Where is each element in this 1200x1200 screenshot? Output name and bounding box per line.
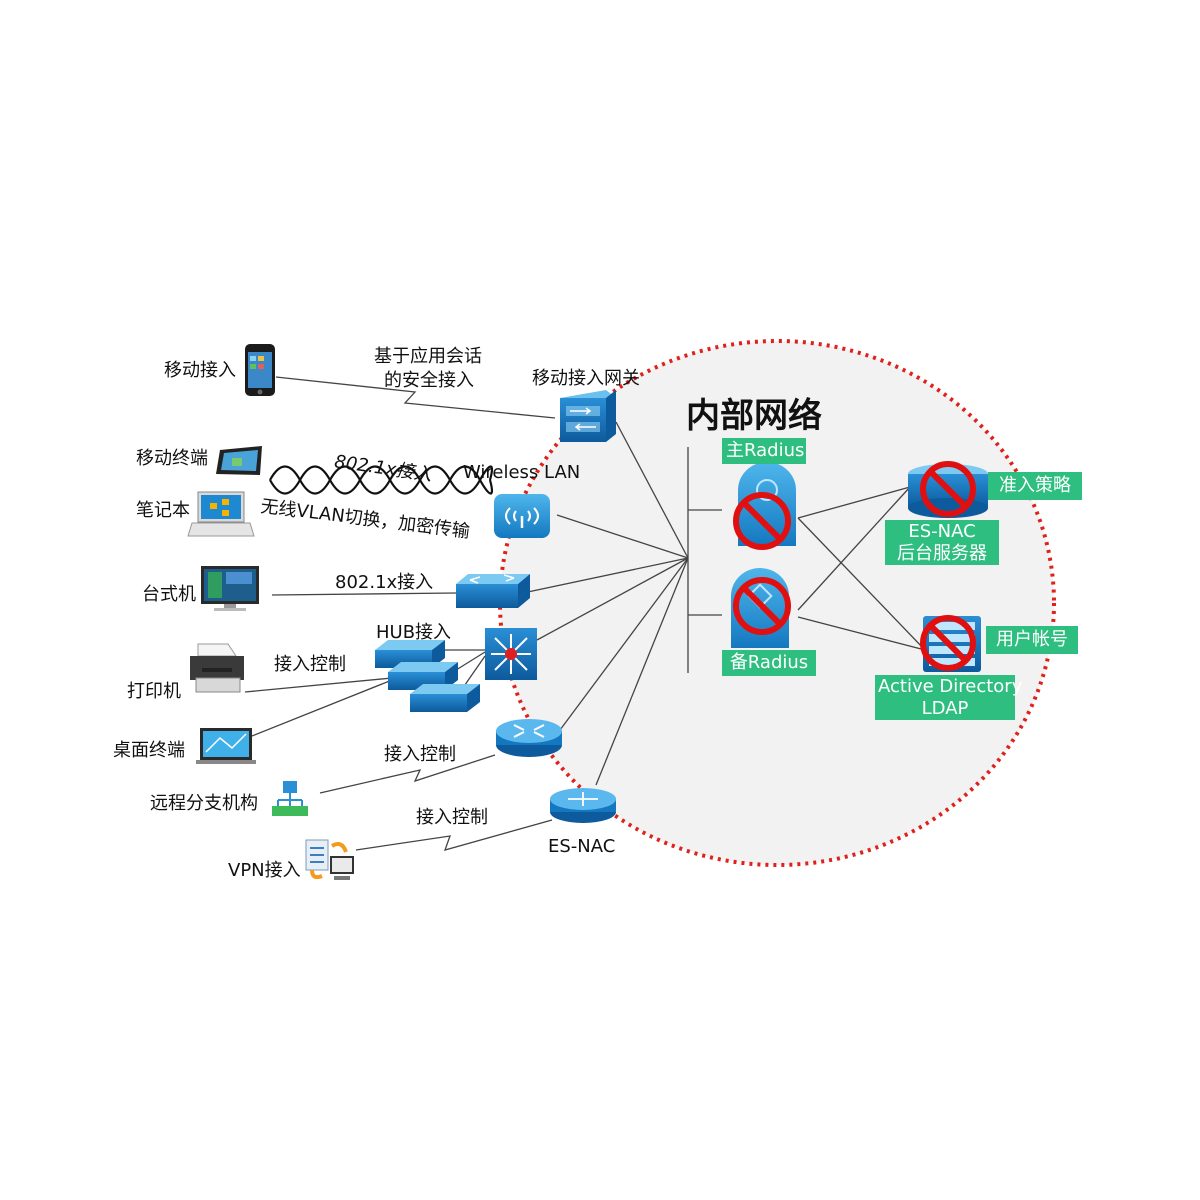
es-nac-server-label: ES-NAC 后台服务器 [885,520,999,566]
app-session-label-1: 基于应用会话 [374,346,482,367]
admission-policy-label: 准入策略 [988,472,1082,500]
thin-client-icon [196,728,256,764]
phone-icon [245,344,275,396]
ad-ldap-label-line1: Active Directory [878,676,1023,697]
router-control-label: 接入控制 [384,744,456,765]
internal-network-title: 内部网络 [686,396,822,436]
wireless-wave [269,465,494,495]
mobile-access-label: 移动接入 [164,360,236,381]
es-nac-device-label: ES-NAC [548,836,616,857]
mobile-link [275,376,556,419]
deny-icon [733,577,791,635]
ad-ldap-label: Active Directory LDAP [875,675,1023,721]
desktop-terminal-label: 桌面终端 [113,740,185,761]
laptop-label: 笔记本 [136,500,190,521]
remote-branch-label: 远程分支机构 [150,793,258,814]
es-nac-server-label-line1: ES-NAC [908,521,976,542]
primary-radius-server-icon [738,462,796,546]
connection-lines [244,376,926,851]
printer-label: 打印机 [127,681,181,702]
switch-icon [456,574,530,608]
hub-access-label: HUB接入 [376,622,452,643]
core-switch-icon [485,628,537,680]
desktop-label: 台式机 [142,584,196,605]
hub-switch-3-icon [410,684,480,712]
laptop-icon [187,491,255,537]
deny-icon [920,461,976,517]
hub-control-label: 接入控制 [274,654,346,675]
wireless-lan-label: Wireless LAN [463,462,581,483]
vpn-icon [305,839,354,880]
vpn-control-label: 接入控制 [416,807,488,828]
wired-8021x-label: 802.1x接入 [335,572,434,593]
ad-ldap-label-line2: LDAP [921,697,969,719]
vpn-access-label: VPN接入 [228,860,301,881]
es-nac-device-icon [550,788,616,823]
deny-icon [920,615,976,671]
backup-radius-label: 备Radius [722,650,816,676]
tablet-icon [216,446,262,475]
mobile-gateway-icon [560,390,616,442]
deny-icon [733,492,791,550]
router-icon [496,719,562,757]
app-session-label-2: 的安全接入 [384,370,474,391]
desktop-icon [201,566,259,611]
org-chart-icon [272,781,308,816]
wireless-ap-icon [494,494,550,538]
printer-icon [190,643,244,693]
mobile-terminal-label: 移动终端 [136,448,208,469]
user-account-label: 用户帐号 [986,626,1078,654]
mobile-gateway-label: 移动接入网关 [532,368,640,389]
es-nac-server-label-line2: 后台服务器 [897,542,987,564]
primary-radius-label: 主Radius [722,438,806,464]
